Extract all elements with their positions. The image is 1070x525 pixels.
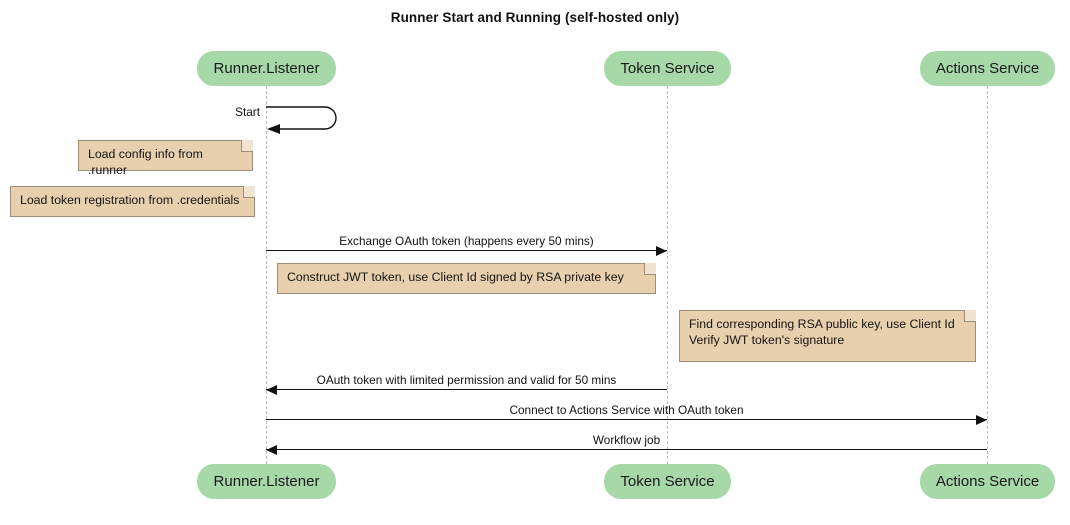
message-label-connect-to-actions-service: Connect to Actions Service with OAuth to… — [509, 403, 744, 417]
message-label-exchange-oauth-token: Exchange OAuth token (happens every 50 m… — [339, 234, 594, 248]
lifeline-actions — [987, 86, 988, 464]
message-line-workflow-job — [266, 449, 987, 450]
note-fold-corner-icon — [644, 263, 656, 275]
message-line-oauth-token-reply — [266, 389, 667, 390]
message-arrowhead-workflow-job — [266, 444, 277, 455]
participant-actions-bottom[interactable]: Actions Service — [920, 464, 1055, 499]
participant-token-bottom[interactable]: Token Service — [604, 464, 731, 499]
participant-runner-top[interactable]: Runner.Listener — [197, 51, 336, 86]
message-arrowhead-exchange-oauth-token — [656, 245, 667, 256]
note-text: Construct JWT token, use Client Id signe… — [287, 270, 624, 284]
message-arrowhead-oauth-token-reply — [266, 384, 277, 395]
participant-actions-top[interactable]: Actions Service — [920, 51, 1055, 86]
self-message-start — [266, 105, 342, 139]
note-fold-corner-icon — [241, 140, 253, 152]
message-label-workflow-job: Workflow job — [592, 433, 661, 447]
note-text: Load config info from .runner — [88, 147, 203, 177]
page-title: Runner Start and Running (self-hosted on… — [390, 10, 680, 25]
note-fold-corner-icon — [243, 186, 255, 198]
note-text: Find corresponding RSA public key, use C… — [689, 317, 955, 347]
note-load-config: Load config info from .runner — [78, 140, 253, 177]
note-verify-jwt-token: Find corresponding RSA public key, use C… — [679, 310, 976, 362]
participant-token-top[interactable]: Token Service — [604, 51, 731, 86]
lifeline-runner — [266, 86, 267, 464]
message-label-oauth-token-reply: OAuth token with limited permission and … — [316, 373, 617, 387]
note-fold-corner-icon — [964, 310, 976, 322]
self-message-label-start: Start — [235, 105, 260, 119]
message-line-connect-to-actions-service — [266, 419, 987, 420]
note-load-token-registration: Load token registration from .credential… — [10, 186, 255, 217]
lifeline-token — [667, 86, 668, 464]
note-text: Load token registration from .credential… — [20, 193, 240, 207]
participant-runner-bottom[interactable]: Runner.Listener — [197, 464, 336, 499]
message-line-exchange-oauth-token — [266, 250, 667, 251]
message-arrowhead-connect-to-actions-service — [976, 414, 987, 425]
note-construct-jwt-token: Construct JWT token, use Client Id signe… — [277, 263, 656, 294]
